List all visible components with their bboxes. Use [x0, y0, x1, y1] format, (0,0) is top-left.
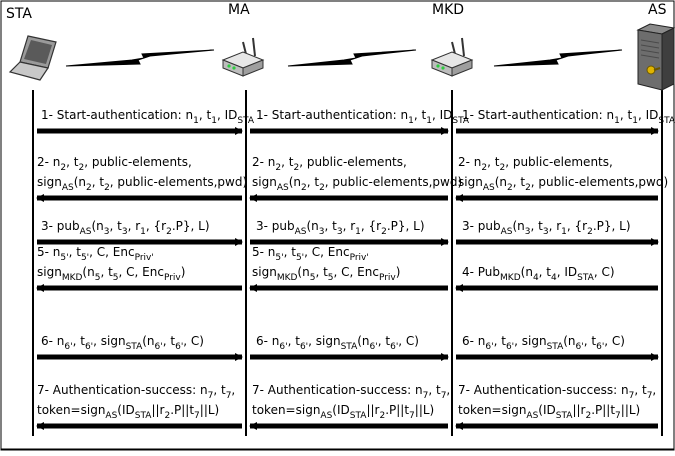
access-point-icon — [221, 37, 265, 77]
message-text-ma-mkd-6-1: 7- Authentication-success: n7, t7, — [252, 383, 450, 401]
entity-label-mkd: MKD — [432, 2, 464, 18]
message-text-sta-ma-1-1: 1- Start-authentication: n1, t1, IDSTA — [41, 108, 255, 126]
message-text-mkd-as-5-1: 6- n6', t6', signSTA(n6', t6', C) — [462, 334, 625, 352]
message-text-mkd-as-1-1: 1- Start-authentication: n1, t1, IDSTA — [462, 108, 675, 126]
message-text-ma-mkd-4-1: 5- n5', t5', C, EncPriv' — [252, 245, 369, 263]
message-text-ma-mkd-4-2: signMKD(n5, t5, C, EncPriv) — [252, 265, 400, 283]
laptop-icon — [8, 35, 57, 81]
message-text-ma-mkd-2-2: signAS(n2, t2, public-elements,pwd) — [252, 175, 462, 193]
message-text-ma-mkd-2-1: 2- n2, t2, public-elements, — [252, 155, 407, 173]
entity-label-ma: MA — [228, 2, 250, 18]
message-text-ma-mkd-1-1: 1- Start-authentication: n1, t1, IDSTA — [256, 108, 470, 126]
wireless-link-icon — [493, 49, 623, 67]
message-text-mkd-as-2-1: 2- n2, t2, public-elements, — [458, 155, 613, 173]
message-text-sta-ma-4-1: 5- n5', t5', C, EncPriv' — [37, 245, 154, 263]
server-icon — [636, 23, 675, 91]
message-text-sta-ma-5-1: 6- n6', t6', signSTA(n6', t6', C) — [41, 334, 204, 352]
wireless-link-icon — [65, 49, 215, 67]
message-text-ma-mkd-5-1: 6- n6', t6', signSTA(n6', t6', C) — [256, 334, 419, 352]
message-text-sta-ma-3-1: 3- pubAS(n3, t3, r1, {r2.P}, L) — [41, 219, 210, 237]
message-text-sta-ma-6-2: token=signAS(IDSTA||r2.P||t7||L) — [37, 403, 219, 421]
wireless-link-icon — [287, 49, 417, 67]
entity-label-sta: STA — [6, 6, 32, 22]
entity-label-as: AS — [648, 2, 667, 18]
message-text-sta-ma-4-2: signMKD(n5, t5, C, EncPriv) — [37, 265, 185, 283]
message-text-ma-mkd-3-1: 3- pubAS(n3, t3, r1, {r2.P}, L) — [256, 219, 425, 237]
message-text-mkd-as-2-2: signAS(n2, t2, public-elements,pwd) — [458, 175, 668, 193]
access-point-icon — [430, 37, 474, 77]
message-text-sta-ma-2-1: 2- n2, t2, public-elements, — [37, 155, 192, 173]
message-text-sta-ma-6-1: 7- Authentication-success: n7, t7, — [37, 383, 235, 401]
message-text-sta-ma-2-2: signAS(n2, t2, public-elements,pwd) — [37, 175, 247, 193]
message-text-mkd-as-4-1: 4- PubMKD(n4, t4, IDSTA, C) — [462, 265, 615, 283]
message-text-mkd-as-3-1: 3- pubAS(n3, t3, r1, {r2.P}, L) — [462, 219, 631, 237]
message-text-ma-mkd-6-2: token=signAS(IDSTA||r2.P||t7||L) — [252, 403, 434, 421]
message-text-mkd-as-6-1: 7- Authentication-success: n7, t7, — [458, 383, 656, 401]
message-text-mkd-as-6-2: token=signAS(IDSTA||r2.P||t7||L) — [458, 403, 640, 421]
